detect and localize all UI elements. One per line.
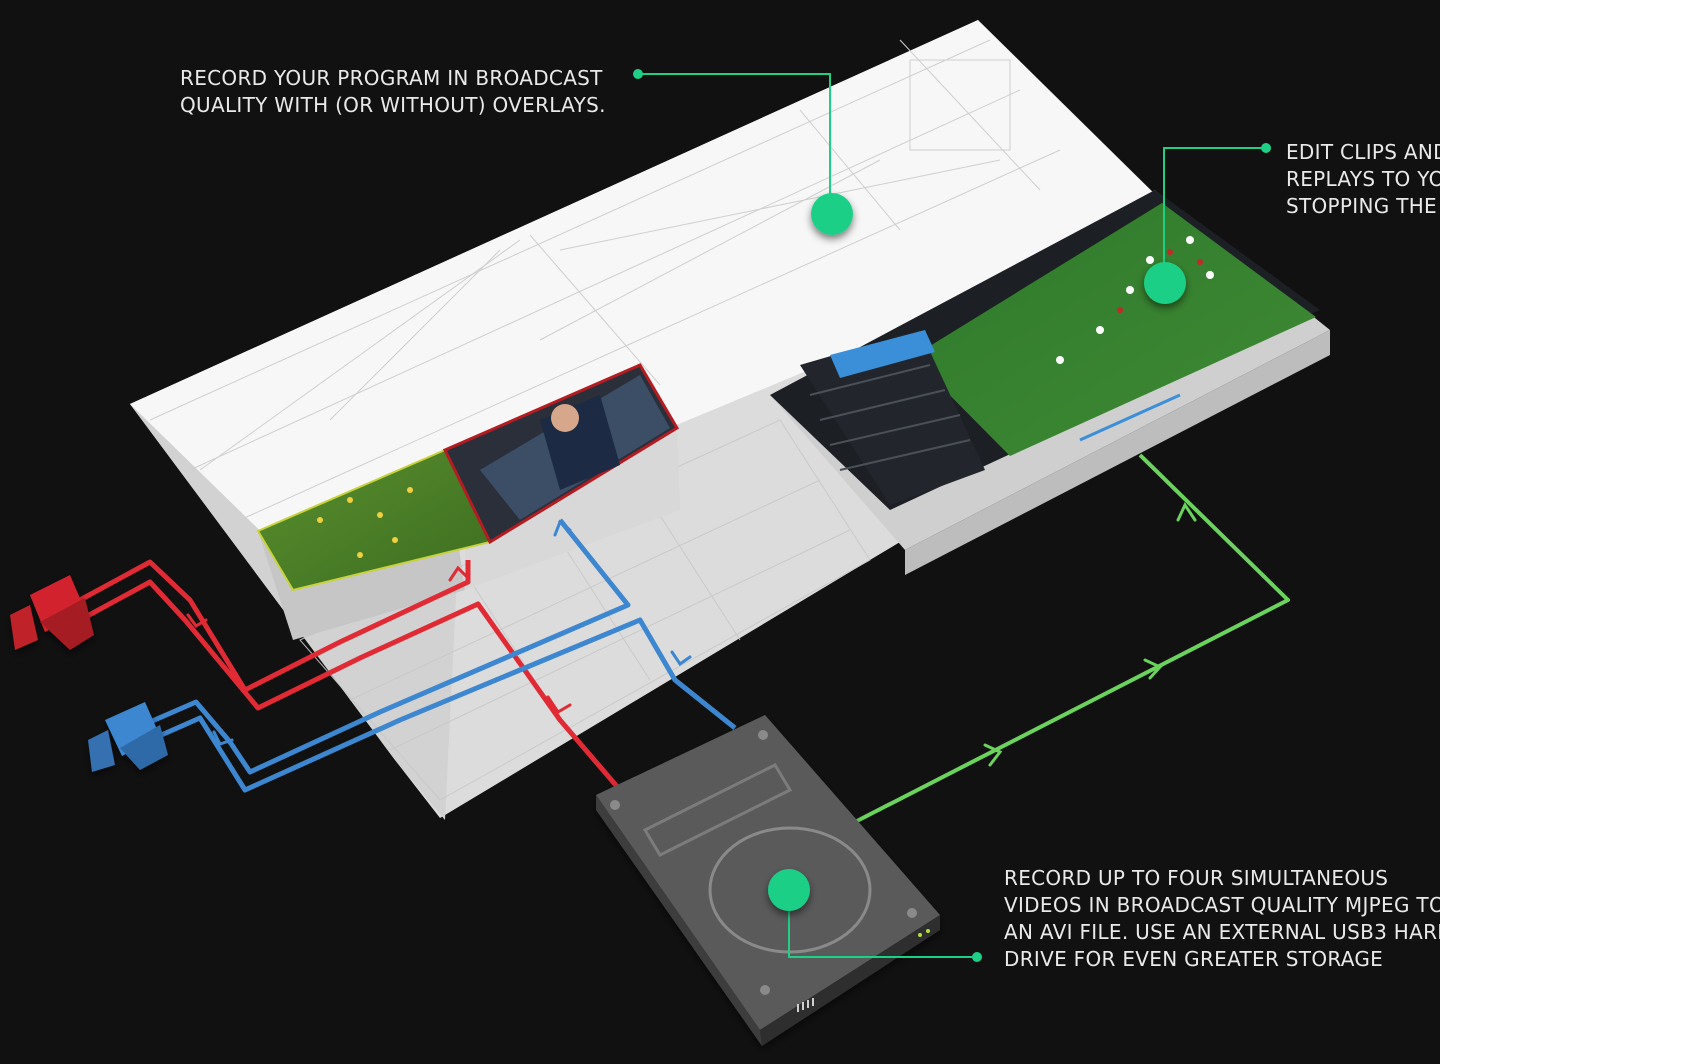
callout-line: AN AVI FILE. USE AN EXTERNAL USB3 HARD xyxy=(1004,920,1440,944)
callout-line: REPLAYS TO YO xyxy=(1286,167,1440,191)
blue-video-camera-icon xyxy=(88,702,168,772)
callout-edit-clips: EDIT CLIPS AND REPLAYS TO YO STOPPING TH… xyxy=(1286,139,1440,220)
hotspot-dot-markers xyxy=(768,193,1186,911)
callout-leader-lines xyxy=(638,73,1266,958)
hard-drive-icon xyxy=(596,715,940,1046)
callout-line: DRIVE FOR EVEN GREATER STORAGE xyxy=(1004,947,1384,971)
diagram-artwork xyxy=(10,20,1330,1046)
input-thumbnails-block xyxy=(256,363,680,640)
callout-line: QUALITY WITH (OR WITHOUT) OVERLAYS. xyxy=(180,93,606,117)
callout-line: RECORD UP TO FOUR SIMULTANEOUS xyxy=(1004,866,1389,890)
red-video-camera-icon xyxy=(10,575,94,650)
replay-editor-block xyxy=(770,190,1330,575)
callout-line: EDIT CLIPS AND xyxy=(1286,140,1440,164)
page-margin xyxy=(1440,0,1686,1064)
callout-record-four: RECORD UP TO FOUR SIMULTANEOUS VIDEOS IN… xyxy=(1004,865,1440,973)
blue-signal-lines xyxy=(148,518,737,793)
callout-line: VIDEOS IN BROADCAST QUALITY MJPEG TO xyxy=(1004,893,1440,917)
signal-arrowheads xyxy=(186,501,1197,767)
callout-line: RECORD YOUR PROGRAM IN BROADCAST xyxy=(180,66,603,90)
callout-line: STOPPING THE xyxy=(1286,194,1437,218)
red-signal-lines xyxy=(78,559,622,792)
green-signal-line xyxy=(854,453,1290,824)
callout-record-program: RECORD YOUR PROGRAM IN BROADCAST QUALITY… xyxy=(180,65,606,119)
hotspot-edit-clips xyxy=(1144,262,1186,304)
diagram-canvas: RECORD YOUR PROGRAM IN BROADCAST QUALITY… xyxy=(0,0,1440,1064)
hotspot-hard-drive xyxy=(768,869,810,911)
hotspot-record-program xyxy=(811,193,853,235)
leader-endpoint-dots xyxy=(633,69,1271,962)
